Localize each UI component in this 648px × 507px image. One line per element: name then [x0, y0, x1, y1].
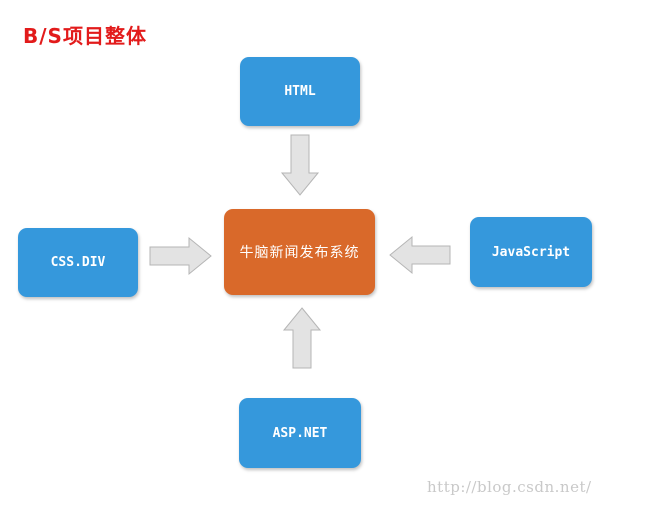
diagram-title: B/S项目整体: [23, 24, 147, 48]
arrow-up-icon: [282, 307, 322, 369]
node-css-div: CSS.DIV: [18, 228, 138, 297]
node-javascript-label: JavaScript: [491, 244, 571, 260]
node-asp-net: ASP.NET: [239, 398, 361, 468]
node-html-label: HTML: [284, 84, 316, 99]
node-center-system: 牛脑新闻发布系统: [224, 209, 375, 295]
node-center-label: 牛脑新闻发布系统: [239, 245, 360, 261]
watermark-text: http://blog.csdn.net/: [427, 478, 592, 496]
arrow-left-icon: [389, 235, 451, 275]
node-html: HTML: [240, 57, 360, 126]
node-asp-net-label: ASP.NET: [272, 425, 328, 441]
arrow-right-icon: [149, 236, 212, 276]
arrow-down-icon: [280, 134, 320, 196]
node-javascript: JavaScript: [470, 217, 592, 287]
node-css-div-label: CSS.DIV: [50, 255, 106, 270]
